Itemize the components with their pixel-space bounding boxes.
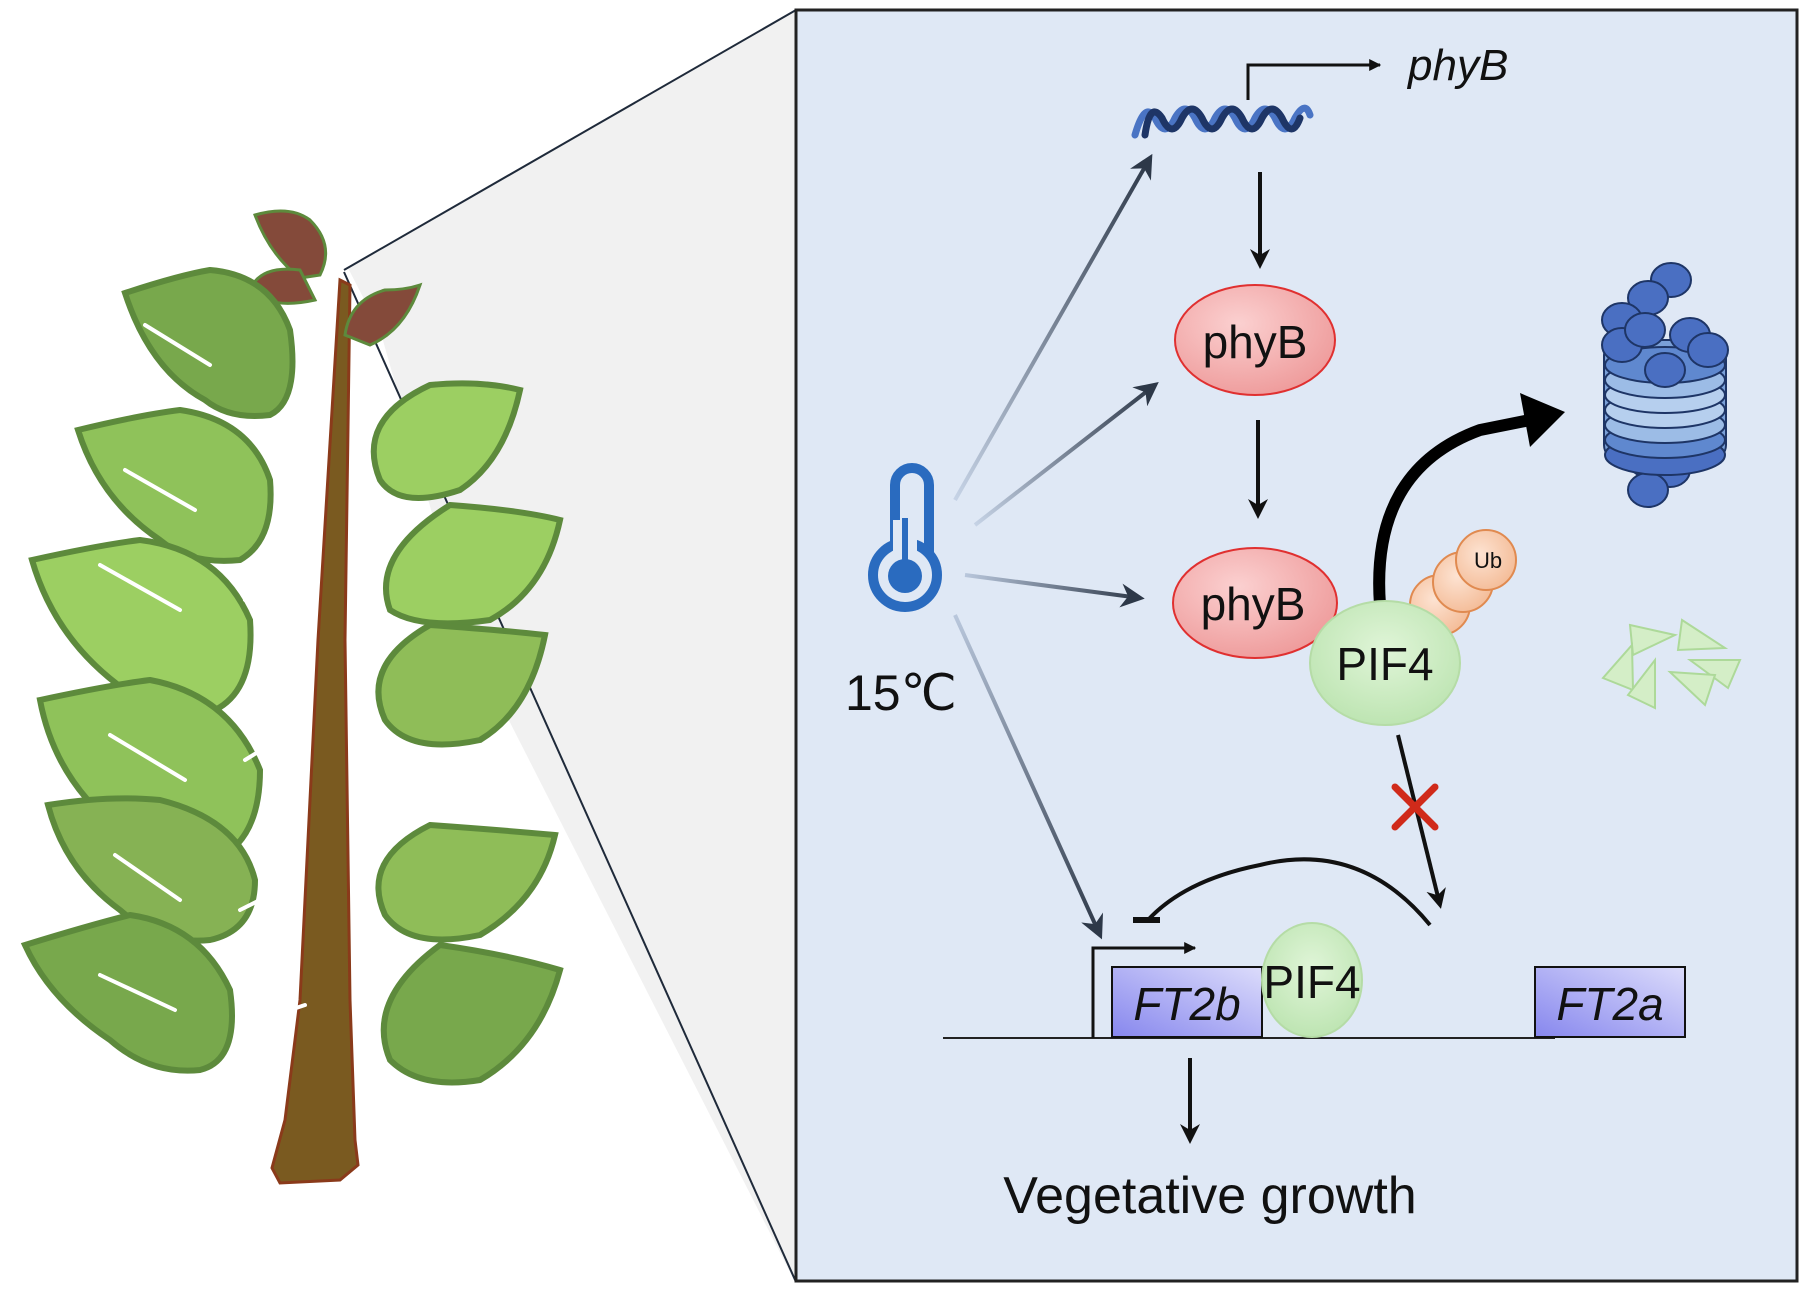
leaf: [380, 941, 564, 1086]
leaf: [383, 501, 564, 627]
arrow-PIF4-to-promoter: [1396, 734, 1446, 909]
dna-helix-icon: [1131, 104, 1314, 139]
leaf: [20, 911, 235, 1074]
outcome-label: Vegetative growth: [1003, 1167, 1416, 1225]
thermometer-icon: [868, 463, 942, 612]
proteasome-icon: [1601, 262, 1729, 508]
leaf: [375, 821, 559, 943]
FT2a-gene-label: FT2a: [1556, 978, 1663, 1030]
complex-PIF4-label: PIF4: [1336, 638, 1433, 690]
phyB-promoter-arrow: [1246, 59, 1382, 100]
degraded-protein-fragments-icon: [1601, 618, 1742, 710]
leaf: [370, 380, 524, 501]
FT2b-gene-label: FT2b: [1133, 978, 1240, 1030]
leaf: [44, 795, 259, 944]
phyB-PIF4-complex: phyB PIF4: [1172, 547, 1461, 726]
FT2a-gene-box: FT2a: [1534, 966, 1686, 1038]
plant-shoot-icon: [20, 209, 564, 1185]
arrow-temp-to-FT2b: [953, 614, 1104, 940]
complex-phyB-label: phyB: [1201, 578, 1306, 630]
leaf: [121, 266, 296, 419]
arrow-temp-to-dna: [953, 153, 1153, 501]
phyB-protein-node: phyB: [1174, 284, 1336, 396]
PIF4-promoter-node: PIF4: [1261, 922, 1363, 1038]
inhibition-arc: [1146, 857, 1432, 927]
leaf: [28, 536, 254, 714]
zoom-wedge: [348, 12, 795, 1282]
young-leaf: [253, 209, 328, 280]
leaf: [74, 406, 274, 564]
young-leaf: [343, 282, 423, 347]
zoom-line-top: [343, 9, 797, 271]
ubiquitin-label: Ub: [1474, 548, 1502, 573]
arrow-temp-to-complex: [964, 573, 1145, 608]
ubiquitin-chain: Ub: [1409, 529, 1517, 636]
FT2b-promoter-arrow: [1091, 942, 1197, 1038]
phyB-gene-label: phyB: [1406, 41, 1508, 90]
degradation-arrow: [1373, 412, 1542, 606]
leaf: [375, 621, 549, 748]
FT2b-gene-box: FT2b: [1111, 966, 1263, 1038]
phyB-protein-label: phyB: [1203, 316, 1308, 368]
temperature-label: 15℃: [845, 665, 957, 721]
red-x-icon: [1391, 783, 1439, 831]
arrow-temp-to-phyB: [973, 382, 1159, 527]
stem: [270, 277, 360, 1185]
degradation-arrowhead: [1520, 393, 1565, 447]
PIF4-promoter-label: PIF4: [1263, 956, 1360, 1008]
